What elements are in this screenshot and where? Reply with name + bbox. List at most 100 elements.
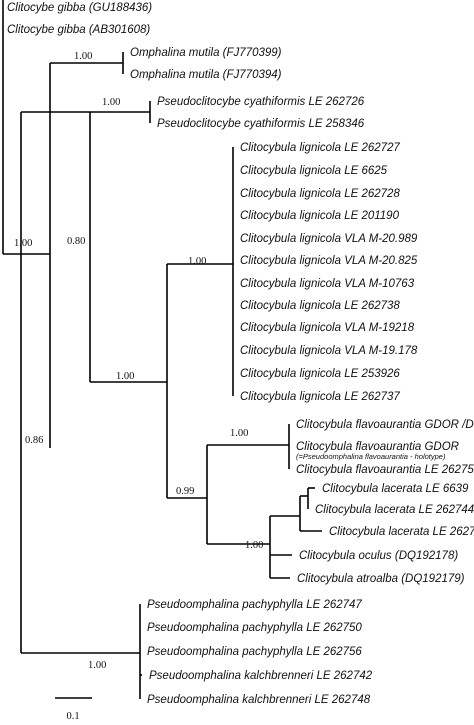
taxon-label-t28: Pseudoomphalina pachyphylla LE 262750 xyxy=(147,622,362,634)
taxon-name: Clitocybula lignicola xyxy=(240,368,341,380)
taxon-label-t23: Clitocybula lacerata LE 262744 xyxy=(315,504,474,516)
taxon-label-t13: Clitocybula lignicola VLA M-10763 xyxy=(240,278,415,290)
taxon-label-t8: Clitocybula lignicola LE 6625 xyxy=(240,165,388,177)
taxon-name: Pseudoomphalina pachyphylla xyxy=(147,599,303,611)
taxon-accession: GDOR /D xyxy=(421,419,473,431)
taxon-name: Clitocybe gibba xyxy=(7,24,86,36)
taxon-accession: LE 262750 xyxy=(303,622,362,634)
taxon-note-t20: (=Pseudoomphalina flavoaurantia - holoty… xyxy=(296,452,446,461)
taxon-label-t16: Clitocybula lignicola VLA M-19.178 xyxy=(240,345,418,357)
taxon-label-t29: Pseudoomphalina pachyphylla LE 262756 xyxy=(147,646,362,658)
taxon-accession: LE 262738 xyxy=(341,300,400,312)
taxon-label-t2: Clitocybe gibba (AB301608) xyxy=(7,24,150,36)
taxon-accession: VLA M-19218 xyxy=(341,322,415,334)
taxon-label-t24: Clitocybula lacerata LE 262743 xyxy=(329,526,474,538)
support-value-pseudoclitocybe-sister: 0.80 xyxy=(67,236,85,247)
taxon-accession: (GU188436) xyxy=(86,2,153,14)
taxon-name: Clitocybe gibba xyxy=(7,2,86,14)
taxon-label-t26: Clitocybula atroalba (DQ192179) xyxy=(297,573,465,585)
taxon-accession: LE 262743 xyxy=(429,526,474,538)
taxon-name: Pseudoomphalina kalchbrenneri xyxy=(147,694,312,706)
taxon-name: Clitocybula lignicola xyxy=(240,391,341,403)
taxon-label-t11: Clitocybula lignicola VLA M-20.989 xyxy=(240,233,418,245)
taxon-label-t20: Clitocybula flavoaurantia GDOR xyxy=(296,441,459,453)
taxon-name: Clitocybula oculus xyxy=(299,550,392,562)
taxon-accession: (DQ192179) xyxy=(398,573,465,585)
taxon-label-t5: Pseudoclitocybe cyathiformis LE 262726 xyxy=(157,96,365,108)
taxon-name: Pseudoomphalina kalchbrenneri xyxy=(149,670,314,682)
taxon-accession: LE 262756 xyxy=(303,646,362,658)
support-value-lignicola-clade: 1.00 xyxy=(188,256,206,267)
taxon-label-t3: Omphalina mutila (FJ770399) xyxy=(130,47,282,59)
taxon-name: Omphalina mutila xyxy=(130,47,219,59)
taxon-label-t17: Clitocybula lignicola LE 253926 xyxy=(240,368,400,380)
tree-branches xyxy=(2,0,322,699)
taxon-accession: LE 6639 xyxy=(422,483,469,495)
support-value-omphalina-clade: 1.00 xyxy=(74,51,92,62)
taxon-label-t19: Clitocybula flavoaurantia GDOR /D xyxy=(296,419,474,431)
taxon-accession: LE 262744 xyxy=(415,504,474,516)
taxon-name: Pseudoomphalina pachyphylla xyxy=(147,646,303,658)
taxon-label-t21: Clitocybula flavoaurantia LE 262757 xyxy=(296,464,474,476)
taxon-accession: VLA M-10763 xyxy=(341,278,415,290)
support-value-clitocybula-clade: 1.00 xyxy=(116,371,134,382)
taxon-label-t25: Clitocybula oculus (DQ192178) xyxy=(299,550,458,562)
taxon-accession: LE 258346 xyxy=(305,118,364,130)
taxon-name: Pseudoomphalina pachyphylla xyxy=(147,622,303,634)
taxon-name: Clitocybula lacerata xyxy=(315,504,415,516)
taxon-label-t9: Clitocybula lignicola LE 262728 xyxy=(240,188,400,200)
taxon-accession: LE 262726 xyxy=(305,96,364,108)
taxon-accession: (AB301608) xyxy=(86,24,151,36)
taxon-accession: LE 262747 xyxy=(303,599,362,611)
taxon-name: Omphalina mutila xyxy=(130,69,219,81)
support-value-pseudoclitocybe-clade: 1.00 xyxy=(102,97,120,108)
taxon-label-t15: Clitocybula lignicola VLA M-19218 xyxy=(240,322,415,334)
taxon-name: Clitocybula lignicola xyxy=(240,233,341,245)
taxon-name: Pseudoclitocybe cyathiformis xyxy=(157,96,306,108)
taxon-label-t27: Pseudoomphalina pachyphylla LE 262747 xyxy=(147,599,362,611)
support-value-flavoaurantia-clade: 1.00 xyxy=(230,428,248,439)
taxon-name: Pseudoclitocybe cyathiformis xyxy=(157,118,306,130)
taxon-accession: LE 6625 xyxy=(341,165,388,177)
support-value-root: 1.00 xyxy=(14,238,32,249)
tree-support-values: 1.001.001.000.860.801.001.000.991.001.00… xyxy=(14,51,263,671)
taxon-label-t7: Clitocybula lignicola LE 262727 xyxy=(240,142,400,154)
taxon-accession: LE 262727 xyxy=(341,142,400,154)
taxon-accession: LE 262748 xyxy=(311,694,370,706)
taxon-label-t6: Pseudoclitocybe cyathiformis LE 258346 xyxy=(157,118,365,130)
taxon-label-t31: Pseudoomphalina kalchbrenneri LE 262748 xyxy=(147,694,371,706)
taxon-accession: VLA M-19.178 xyxy=(341,345,418,357)
taxon-name: Clitocybula lignicola xyxy=(240,322,341,334)
taxon-label-t14: Clitocybula lignicola LE 262738 xyxy=(240,300,400,312)
taxon-accession: GDOR xyxy=(421,441,459,453)
taxon-accession: (FJ770399) xyxy=(219,47,281,59)
scale-bar: 0.1 xyxy=(55,697,92,722)
taxon-accession: LE 262757 xyxy=(421,464,474,476)
taxon-name: Clitocybula lignicola xyxy=(240,165,341,177)
taxon-name: Clitocybula flavoaurantia xyxy=(296,464,421,476)
taxon-name: Clitocybula lignicola xyxy=(240,210,341,222)
taxon-accession: VLA M-20.989 xyxy=(341,233,418,245)
taxon-accession: (FJ770394) xyxy=(219,69,281,81)
taxon-name: Clitocybula lacerata xyxy=(329,526,429,538)
scale-bar-label: 0.1 xyxy=(66,711,79,722)
taxon-label-t1: Clitocybe gibba (GU188436) xyxy=(7,2,152,14)
taxon-name: Clitocybula lignicola xyxy=(240,255,341,267)
taxon-accession: LE 201190 xyxy=(341,210,400,222)
taxon-accession: VLA M-20.825 xyxy=(341,255,418,267)
taxon-accession: LE 253926 xyxy=(341,368,400,380)
taxon-label-t18: Clitocybula lignicola LE 262737 xyxy=(240,391,400,403)
taxon-label-t4: Omphalina mutila (FJ770394) xyxy=(130,69,282,81)
taxon-name: Clitocybula flavoaurantia xyxy=(296,419,421,431)
taxon-name: Clitocybula lignicola xyxy=(240,142,341,154)
taxon-accession: LE 262737 xyxy=(341,391,400,403)
taxon-label-t10: Clitocybula lignicola LE 201190 xyxy=(240,210,400,222)
support-value-lacerata-oculus-atroalba-clade: 1.00 xyxy=(245,540,263,551)
taxon-name: Clitocybula lignicola xyxy=(240,345,341,357)
taxon-label-t12: Clitocybula lignicola VLA M-20.825 xyxy=(240,255,418,267)
support-value-clitocybula-pseudoomphalina-clade: 0.86 xyxy=(25,435,43,446)
taxon-name: Clitocybula lignicola xyxy=(240,188,341,200)
taxon-accession: LE 262728 xyxy=(341,188,400,200)
support-value-pseudoomphalina-clade: 1.00 xyxy=(88,660,106,671)
taxon-name: Clitocybula atroalba xyxy=(297,573,398,585)
